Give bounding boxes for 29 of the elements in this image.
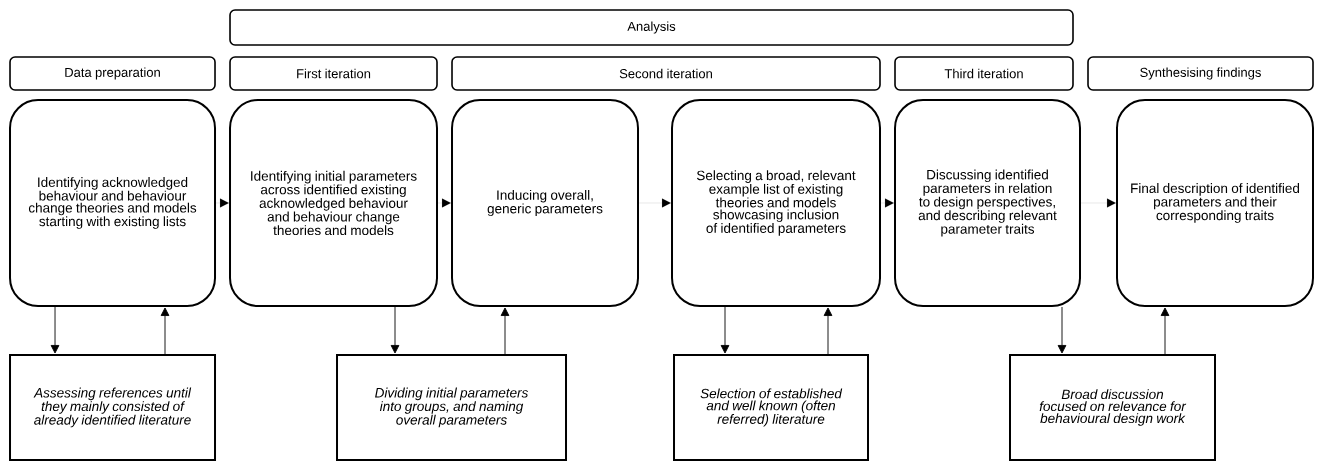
process-box: Final description of identified parameters and their corresponding traits [1116,99,1314,307]
arrow [215,198,229,208]
note-box: Selection of established and well known (often referred) literature [673,354,869,461]
arrow [500,307,510,355]
note-box: Broad discussion focused on relevance for behavioural design work [1009,354,1216,461]
arrow [720,306,730,354]
header-box: First iteration [229,56,438,91]
arrow [50,306,60,354]
process-box: Identifying acknowledged behaviour and behaviour change theories and models starting with existing lists [9,99,216,307]
header-box: Third iteration [894,56,1074,91]
header-box: Second iteration [451,56,881,91]
process-box: Discussing identified parameters in relation to design perspectives, and describing relevant parameter traits [894,99,1081,307]
arrow [160,307,170,355]
process-box: Inducing overall, generic parameters [451,99,639,307]
arrow [638,198,671,208]
arrow [390,306,400,354]
arrow [437,198,451,208]
arrow [823,307,833,355]
arrow [1057,306,1067,354]
note-box: Assessing references until they mainly consisted of already identified literature [9,354,216,461]
process-box: Selecting a broad, relevant example list of existing theories and models showcasing inclusion of identified parameters [671,99,881,307]
process-box: Identifying initial parameters across identified existing acknowledged behaviour and behaviour change theories and models [229,99,438,307]
header-box: Analysis [229,9,1074,46]
arrow [1080,198,1116,208]
arrow [880,198,894,208]
header-box: Synthesising findings [1087,56,1314,91]
note-box: Dividing initial parameters into groups, and naming overall parameters [336,354,567,461]
arrow [1160,307,1170,355]
header-box: Data preparation [9,56,216,91]
